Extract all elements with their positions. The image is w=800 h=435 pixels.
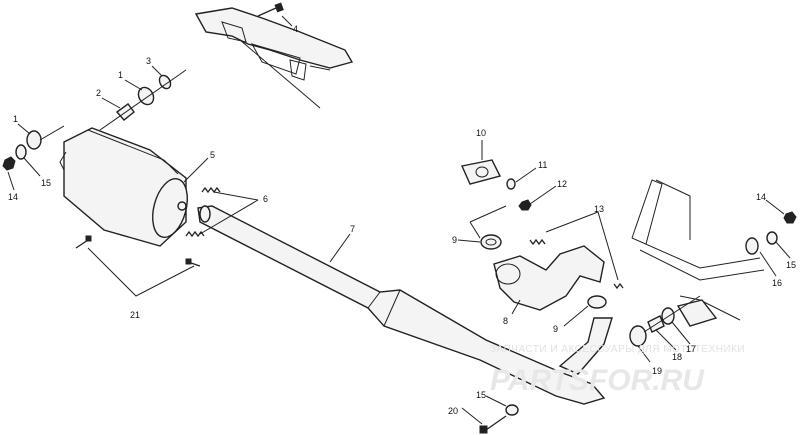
callout-14-right: 14 xyxy=(756,192,766,202)
grommet-1-left xyxy=(26,130,42,150)
bolt-top xyxy=(257,2,284,17)
callout-10: 10 xyxy=(476,128,486,138)
gasket-9-upper xyxy=(480,234,502,250)
callout-9-upper: 9 xyxy=(452,235,457,245)
washer-15-lower xyxy=(505,404,519,416)
nut-12 xyxy=(518,199,532,211)
washer-15-right xyxy=(766,231,778,245)
callout-15-right: 15 xyxy=(786,260,796,270)
callout-15-left: 15 xyxy=(41,178,51,188)
callout-18: 18 xyxy=(672,352,682,362)
callout-7: 7 xyxy=(350,224,355,234)
grommet-16 xyxy=(745,237,759,255)
spring-13 xyxy=(529,238,624,290)
callout-17: 17 xyxy=(686,344,696,354)
frame-bracket-top xyxy=(194,7,354,109)
callout-15-lower: 15 xyxy=(476,390,486,400)
head-pipe-y xyxy=(558,317,613,375)
spring-6-lower xyxy=(185,230,205,238)
callout-labels: 4 3 1 2 1 15 14 5 6 7 21 10 11 12 13 9 8… xyxy=(8,24,796,416)
callout-21: 21 xyxy=(130,310,140,320)
callout-20: 20 xyxy=(448,406,458,416)
bolt-20 xyxy=(479,415,507,434)
callout-4-top: 4 xyxy=(293,24,298,34)
callout-6: 6 xyxy=(263,194,268,204)
washer-11 xyxy=(506,178,516,190)
washer-15-left xyxy=(15,144,27,160)
callout-3: 3 xyxy=(146,56,151,66)
gasket-9-lower xyxy=(587,295,607,309)
callout-19: 19 xyxy=(652,366,662,376)
nut-14-left xyxy=(2,156,16,171)
screw-21-a xyxy=(75,235,92,249)
callout-1-left: 1 xyxy=(13,114,18,124)
callout-16: 16 xyxy=(772,278,782,288)
leader-lines xyxy=(7,15,791,425)
frame-right xyxy=(631,179,765,327)
callout-11: 11 xyxy=(538,160,547,170)
nut-14-right xyxy=(783,211,797,224)
head-pipe-8 xyxy=(493,245,605,311)
callout-2: 2 xyxy=(96,88,101,98)
flange-10 xyxy=(461,159,502,185)
callout-8: 8 xyxy=(503,316,508,326)
watermark-tagline: ЗАПЧАСТИ И АКСЕССУАРЫ ДЛЯ МОТОТЕХНИКИ xyxy=(490,344,745,355)
callout-1-upper: 1 xyxy=(118,70,123,80)
watermark-logo: PARTSFOR.RU xyxy=(490,364,705,397)
callout-5: 5 xyxy=(210,150,215,160)
callout-13: 13 xyxy=(594,204,604,214)
callout-14-left: 14 xyxy=(8,192,18,202)
exhaust-pipe-7 xyxy=(197,205,606,405)
grommet-19 xyxy=(629,325,647,347)
callout-9-lower: 9 xyxy=(553,324,558,334)
screw-21-b xyxy=(185,258,201,267)
spring-6-upper xyxy=(201,186,221,194)
muffler xyxy=(59,127,188,247)
callout-12: 12 xyxy=(557,179,567,189)
watermark: ЗАПЧАСТИ И АКСЕССУАРЫ ДЛЯ МОТОТЕХНИКИ PA… xyxy=(490,344,745,397)
